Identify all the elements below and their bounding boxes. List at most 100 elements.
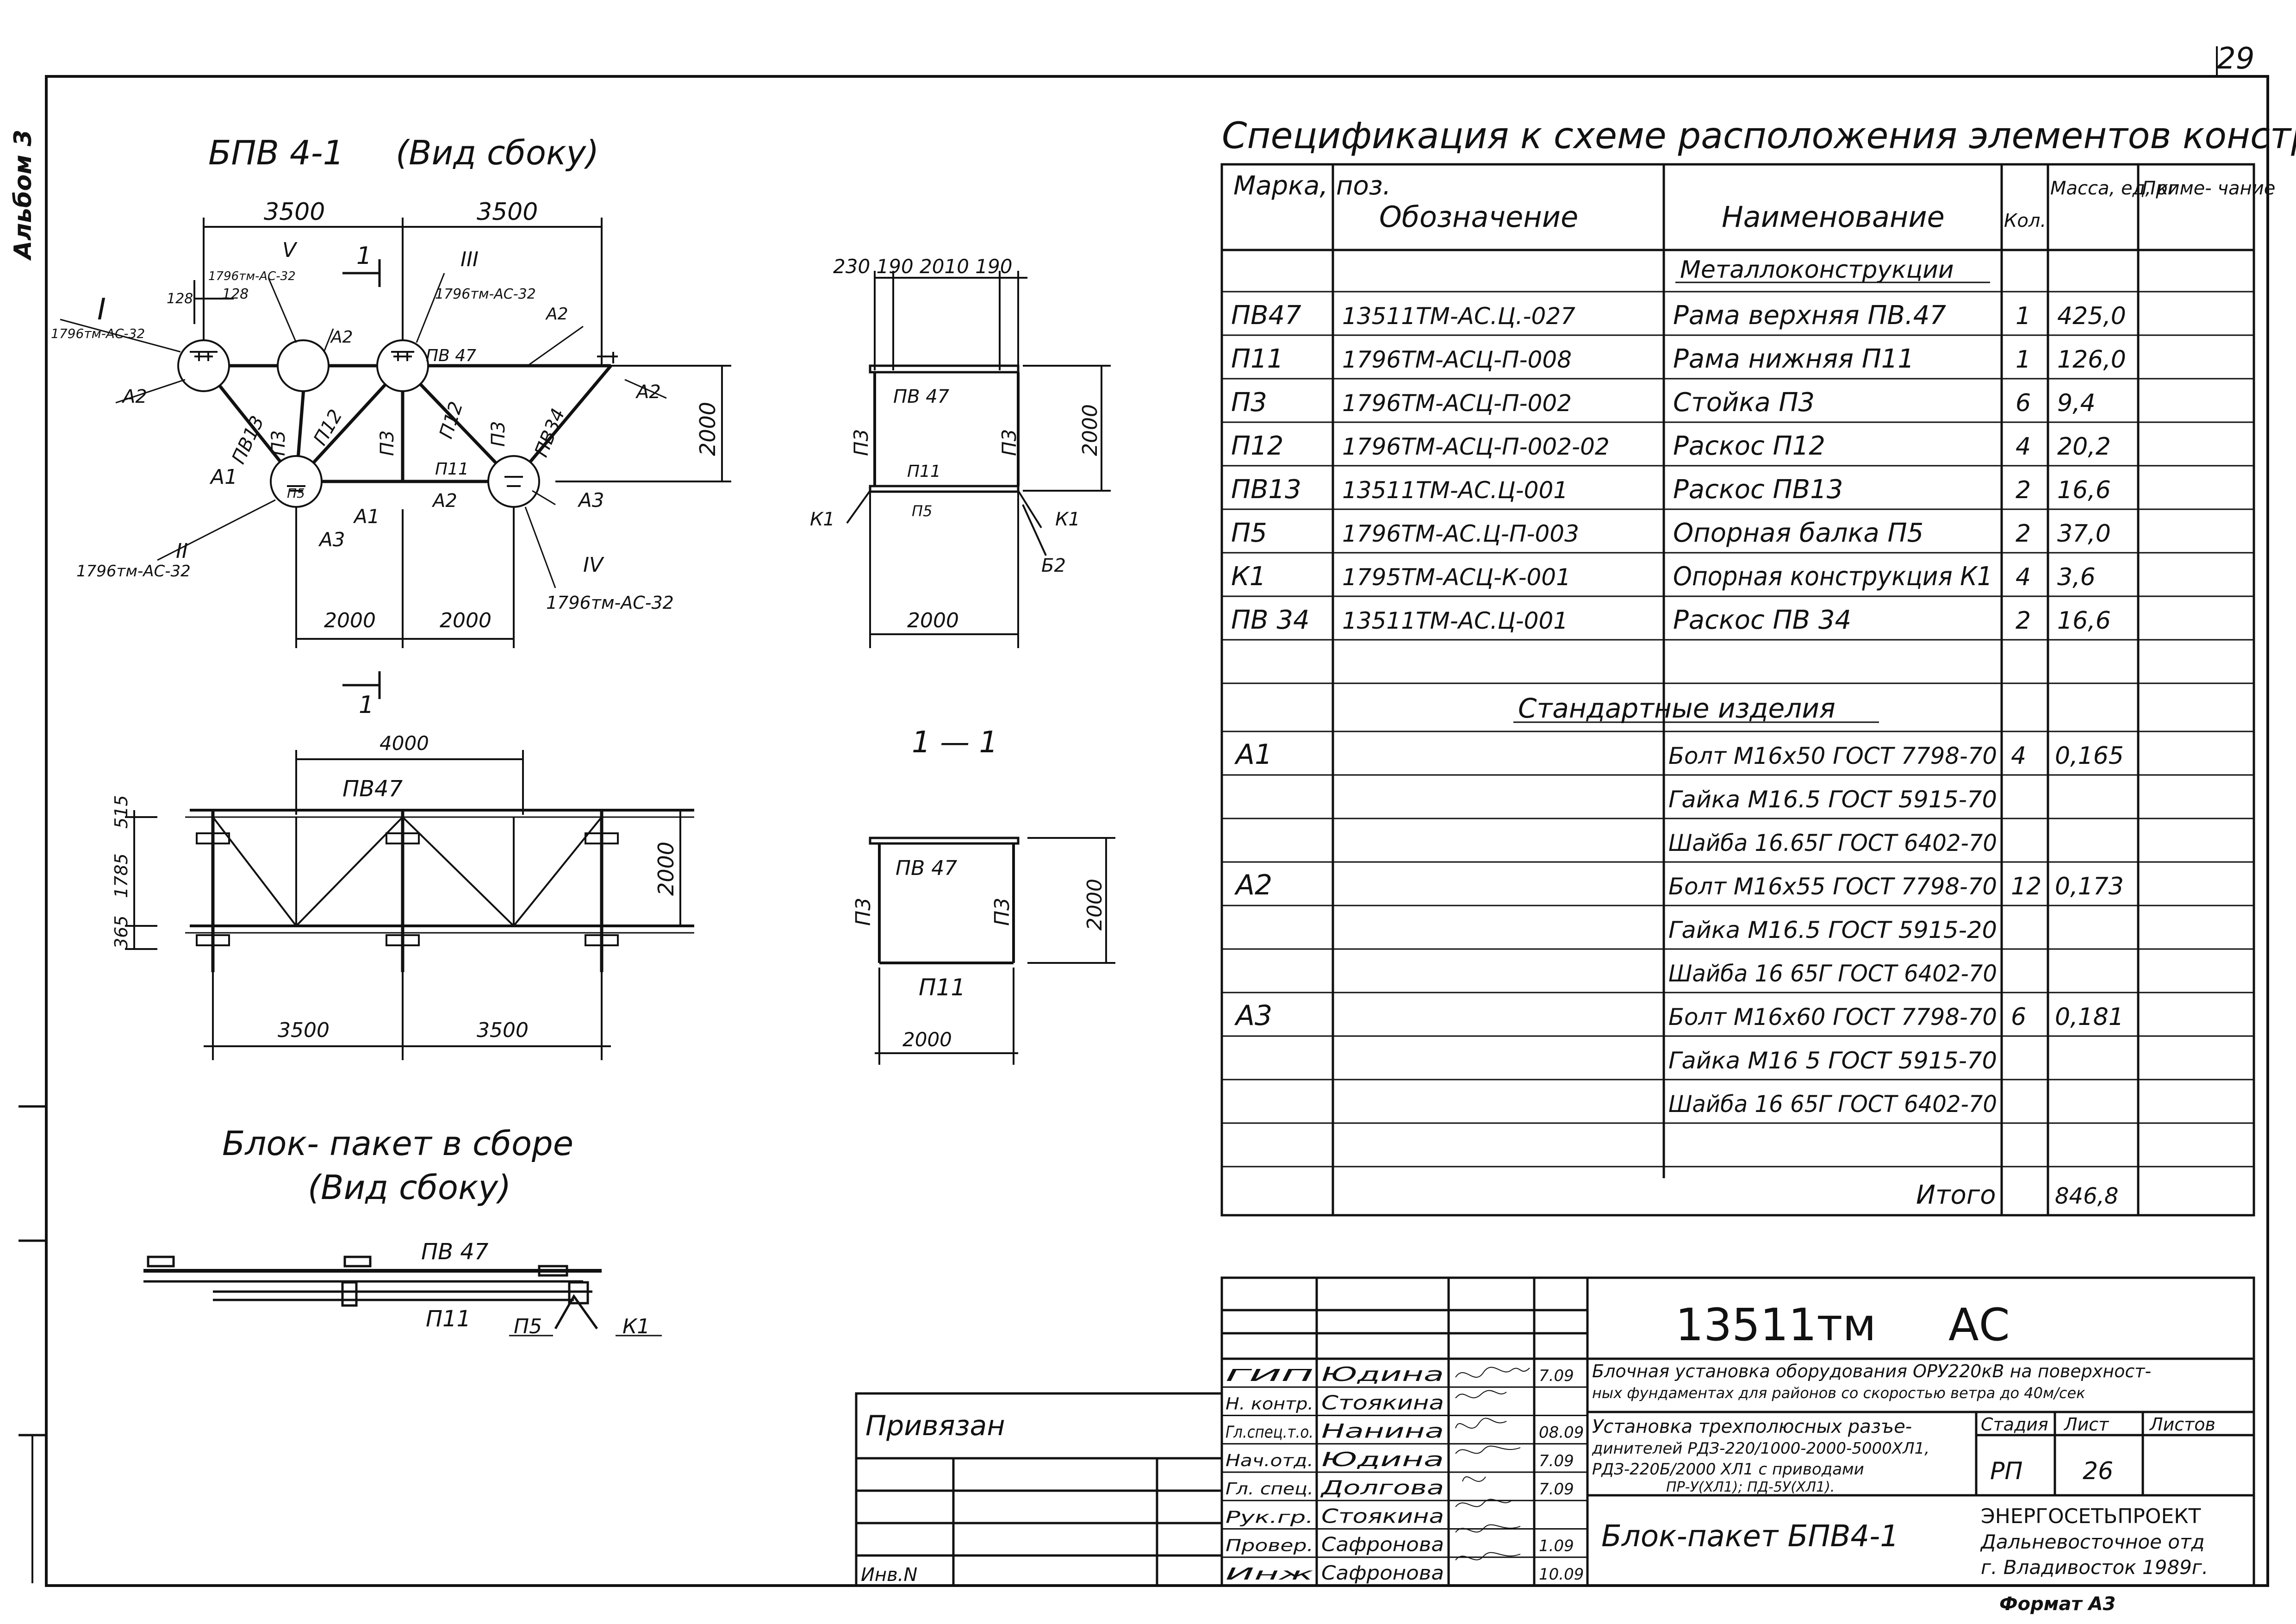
assembled-p5: П5 <box>514 1315 542 1338</box>
front-dim-365: 365 <box>111 915 131 949</box>
signatory-date: 1.09 <box>1539 1537 1574 1555</box>
front-dim-515: 515 <box>111 795 131 829</box>
signatory-role: ГИП <box>1226 1366 1313 1385</box>
front-dim-1785: 1785 <box>111 853 131 898</box>
assembled-title: Блок- пакет в сборе <box>222 1124 573 1163</box>
bolt-a3-1: А3 <box>318 528 345 551</box>
block-name: Блок-пакет БПВ4-1 <box>1601 1519 1899 1554</box>
section-bottom-pv47: ПВ 47 <box>896 856 957 880</box>
cell-name: Шайба 16 65Г ГОСТ 6402-70 <box>1668 960 1997 987</box>
node-ref-4: 1796тм-АС-32 <box>546 593 674 613</box>
stage-value: РП <box>1990 1457 2022 1485</box>
doc-suffix: АС <box>1948 1299 2010 1351</box>
signatory-row: Рук.гр. Стоякина <box>1226 1505 1444 1527</box>
signatory-role: Нач.отд. <box>1226 1451 1313 1470</box>
signatory-row: Н. контр.Стоякина <box>1226 1391 1444 1414</box>
dim-small-b: 128 <box>222 286 249 302</box>
signatory-date: 7.09 <box>1539 1452 1574 1470</box>
cell-name: Опорная балка П5 <box>1673 518 1923 548</box>
cell-qty: 2 <box>2016 476 2031 504</box>
spec-row: Гайка М16 5 ГОСТ 5915-70 <box>1668 1047 1997 1074</box>
drawing-section-top: 230 190 2010 190 ПВ 47 П3 П3 П11 П5 К1 <box>810 255 1111 760</box>
cell-qty: 1 <box>2016 346 2031 374</box>
front-label-pv47: ПВ47 <box>342 776 403 802</box>
cell-mass: 16,6 <box>2057 476 2111 504</box>
signatory-role: Гл.спец.т.о. <box>1226 1423 1313 1442</box>
cell-mass: 3,6 <box>2057 563 2096 591</box>
total-label: Итого <box>1916 1180 1996 1210</box>
member-p3-b: П3 <box>377 430 398 456</box>
cell-mass: 37,0 <box>2057 520 2111 548</box>
member-p3-a: П3 <box>268 430 289 456</box>
cell-designation: 13511ТМ-АС.Ц-001 <box>1342 607 1568 634</box>
cell-name: Раскос П12 <box>1673 431 1825 461</box>
cell-mark: П11 <box>1231 344 1283 374</box>
section-top-p3-left: П3 <box>850 429 872 456</box>
cell-qty: 6 <box>2011 1003 2026 1031</box>
cell-designation: 1796ТМ-АСЦ-П-002-02 <box>1342 433 1610 460</box>
section-top-p11: П11 <box>907 462 941 481</box>
cell-name: Шайба 16 65Г ГОСТ 6402-70 <box>1668 1091 1997 1118</box>
section-bottom-p11: П11 <box>919 974 965 1001</box>
specification-table: Спецификация к схеме расположения элемен… <box>1220 115 2296 1217</box>
assembled-pv47: ПВ 47 <box>421 1239 489 1265</box>
doc-code: 13511тм <box>1675 1299 1876 1351</box>
signatory-role: Рук.гр. <box>1226 1508 1313 1527</box>
signatory-name: Стоякина <box>1321 1505 1444 1527</box>
node-ref-5: 1796тм-АС-32 <box>208 269 296 283</box>
desc-line-1: Блочная установка оборудования ОРУ220кВ … <box>1592 1361 2151 1381</box>
signatory-date: 7.09 <box>1539 1367 1574 1385</box>
section-top-k1-left: К1 <box>810 509 835 530</box>
hdr-name: Наименование <box>1722 200 1945 234</box>
section-top-k1-right: К1 <box>1055 509 1080 530</box>
cell-designation: 1796ТМ-АС.Ц-П-003 <box>1342 520 1579 547</box>
section-top-p5: П5 <box>912 502 932 520</box>
dim-height: 2000 <box>695 402 720 456</box>
signatory-name: Юдина <box>1321 1448 1444 1471</box>
cell-designation: 1795ТМ-АСЦ-К-001 <box>1342 564 1571 591</box>
node-label-5: V <box>282 238 298 262</box>
spec-title: Спецификация к схеме расположения элемен… <box>1222 115 2296 157</box>
cell-mark: ПВ47 <box>1231 300 1301 331</box>
node-details <box>190 351 618 492</box>
member-pv34: ПВ34 <box>531 406 569 460</box>
section-top-width: 2000 <box>907 609 959 632</box>
member-p11: П11 <box>435 460 469 479</box>
member-p5: П5 <box>287 486 305 501</box>
bolt-a2-5: А2 <box>635 381 661 403</box>
bolt-a2-3: А2 <box>431 490 457 512</box>
section-bottom-p3-left: П3 <box>852 898 875 926</box>
sheet-value: 26 <box>2083 1457 2113 1485</box>
section-top-height: 2000 <box>1078 404 1102 456</box>
cell-mass: 0,165 <box>2055 742 2124 770</box>
section-top-p3-right: П3 <box>998 429 1020 456</box>
spec-row: Шайба 16 65Г ГОСТ 6402-70 <box>1668 1091 1997 1118</box>
cell-name: Болт М16х55 ГОСТ 7798-70 <box>1668 873 1997 900</box>
cell-mark: П12 <box>1231 431 1283 461</box>
cell-mass: 126,0 <box>2057 346 2126 374</box>
drawing-assembled-block: Блок- пакет в сборе (Вид сбоку) ПВ 47 П1… <box>143 1124 662 1338</box>
front-width: 4000 <box>380 732 429 755</box>
cell-mark: ПВ 34 <box>1231 605 1310 635</box>
bound-label: Привязан <box>865 1410 1005 1442</box>
signatory-date: 7.09 <box>1539 1480 1574 1499</box>
cell-mass: 16,6 <box>2057 607 2111 635</box>
hdr-qty: Кол. <box>2004 210 2046 231</box>
cell-mass: 20,2 <box>2057 433 2111 461</box>
cell-mark: А1 <box>1234 738 1272 771</box>
drawing-front-view: 4000 ПВ47 <box>111 732 694 1060</box>
cell-name: Опорная конструкция К1 <box>1673 562 1992 592</box>
spec-row: Гайка М16.5 ГОСТ 5915-70 <box>1668 786 1997 813</box>
